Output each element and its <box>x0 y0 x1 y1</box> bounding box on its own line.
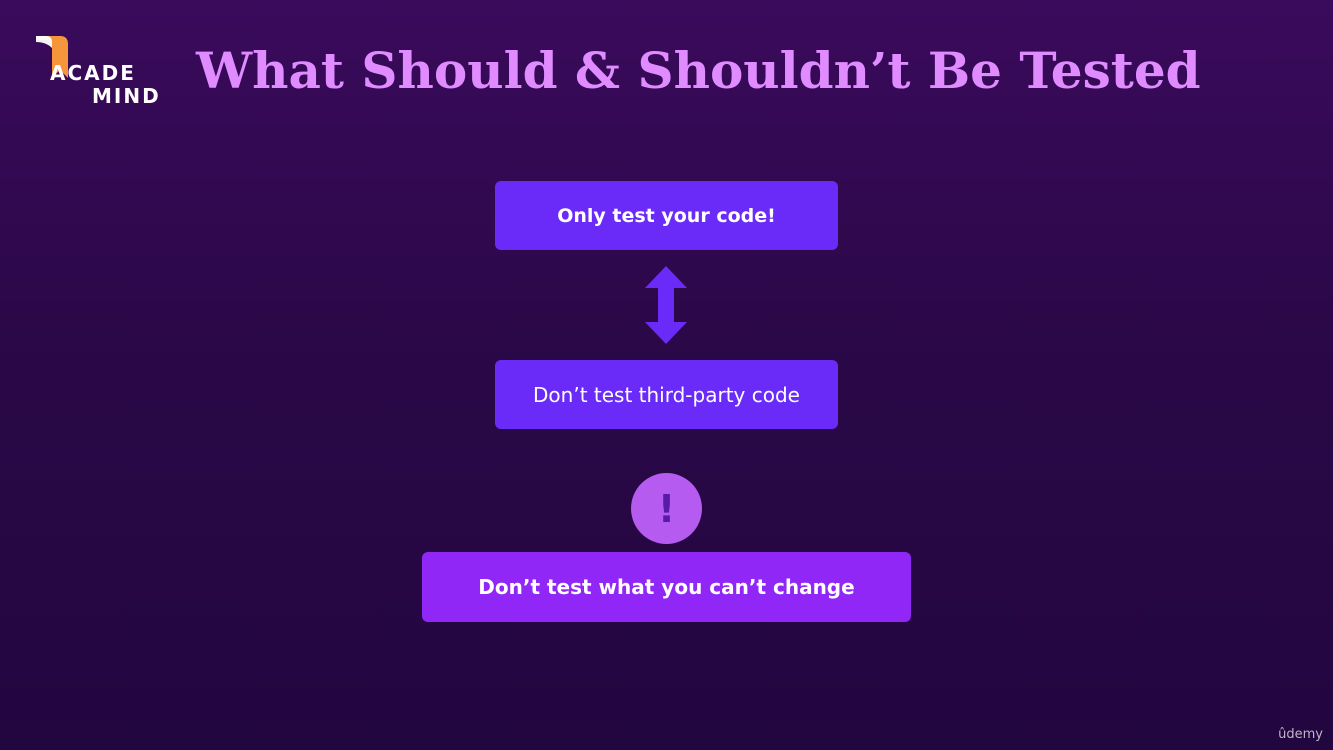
exclamation-glyph: ! <box>657 486 676 531</box>
exclamation-circle-icon: ! <box>631 473 702 544</box>
udemy-watermark: ûdemy <box>1278 727 1323 742</box>
only-test-your-code-box: Only test your code! <box>495 181 838 250</box>
logo-text-line2: MIND <box>92 84 161 108</box>
logo-text-line1: ACADE <box>50 61 136 85</box>
logo-bookmark-icon <box>36 36 68 78</box>
double-vertical-arrow-icon <box>645 266 687 344</box>
cant-change-box: Don’t test what you can’t change <box>422 552 911 622</box>
slide-title: What Should & Shouldn’t Be Tested <box>196 41 1201 100</box>
third-party-code-box: Don’t test third-party code <box>495 360 838 429</box>
academind-logo: ACADE MIND <box>34 34 164 114</box>
